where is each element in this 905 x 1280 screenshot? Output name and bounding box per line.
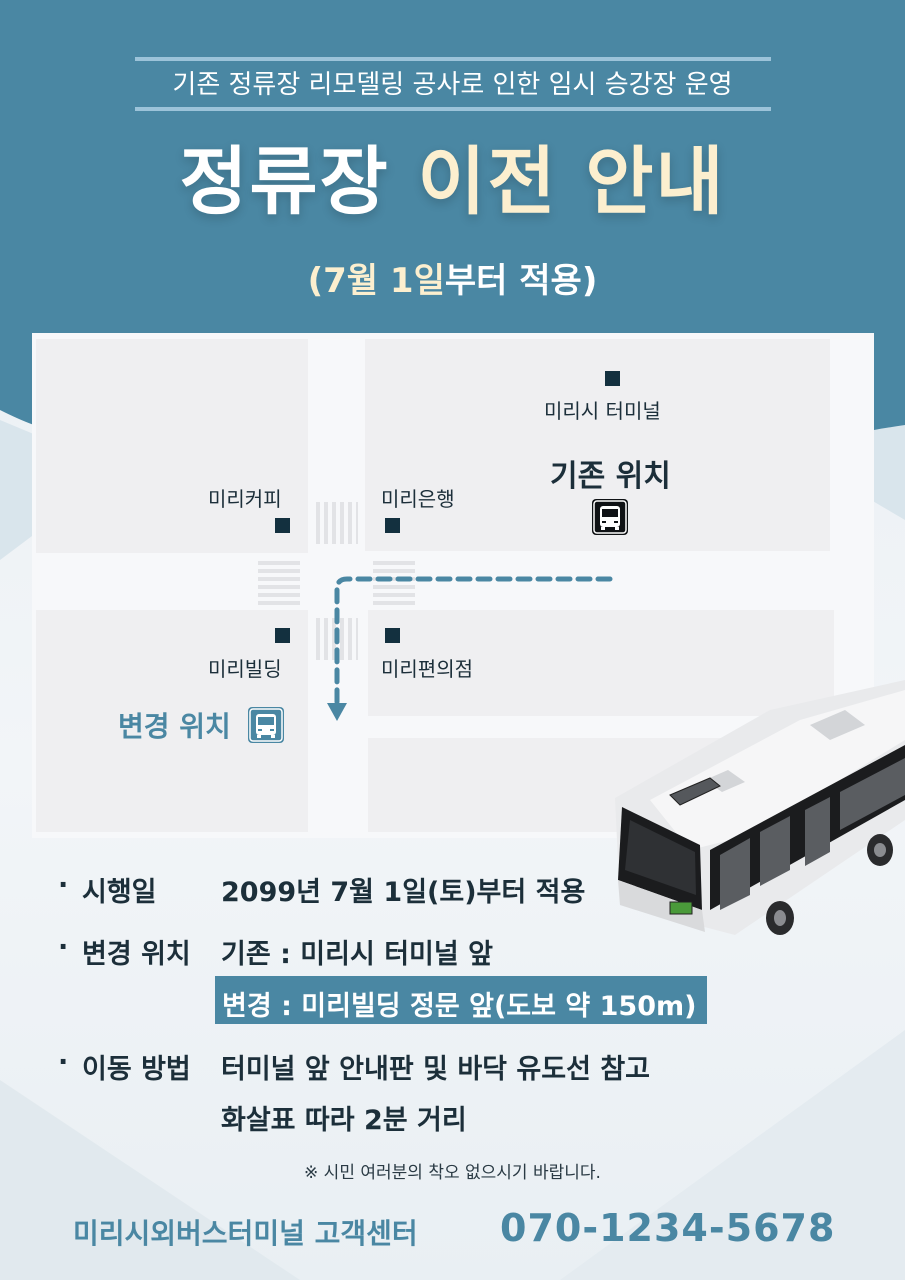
- bullet: ·: [58, 932, 69, 963]
- detail-label-directions: 이동 방법: [82, 1054, 191, 1085]
- subtitle: 기존 정류장 리모델링 공사로 인한 임시 승강장 운영: [172, 70, 733, 100]
- subtitle-rule-bottom: [135, 107, 771, 111]
- page-title: 정류장 이전 안내: [0, 122, 905, 229]
- poi-marker-building: [275, 628, 290, 643]
- poi-label-bank: 미리은행: [381, 487, 455, 511]
- subtitle-rule-top: [135, 57, 771, 61]
- poi-marker-cafe: [275, 518, 290, 533]
- header-curves: [0, 330, 905, 430]
- detail-value-directions-1: 터미널 앞 안내판 및 바닥 유도선 참고: [221, 1054, 650, 1085]
- detail-value-old-location: 기존 : 미리시 터미널 앞: [221, 939, 493, 970]
- new-bus-stop-icon: [248, 707, 284, 743]
- map-block-top-left: [36, 339, 308, 553]
- detail-label-changed-location: 변경 위치: [82, 939, 191, 970]
- poi-label-terminal: 미리시 터미널: [544, 399, 661, 423]
- poi-label-cafe: 미리커피: [208, 487, 282, 511]
- header-band: [0, 0, 905, 335]
- bullet: ·: [58, 870, 69, 901]
- old-bus-stop-icon: [592, 499, 628, 535]
- poi-label-convenience-store: 미리편의점: [381, 657, 473, 681]
- customer-center-phone: 070-1234-5678: [500, 1206, 836, 1250]
- poi-label-building: 미리빌딩: [208, 657, 282, 681]
- detail-value-directions-2: 화살표 따라 2분 거리: [221, 1105, 467, 1136]
- effective-date-rest: 부터 적용): [444, 261, 598, 301]
- notice-text: ※ 시민 여러분의 착오 없으시기 바랍니다.: [0, 1158, 905, 1183]
- new-location-label: 변경 위치: [118, 710, 231, 743]
- customer-center-label: 미리시외버스터미널 고객센터: [73, 1217, 418, 1250]
- effective-date-banner: (7월 1일부터 적용): [0, 253, 905, 302]
- location-map: 미리시 터미널 미리커피 미리은행 미리빌딩 미리편의점 기존 위치 변경 위치: [32, 333, 874, 838]
- detail-value-effective-date: 2099년 7월 1일(토)부터 적용: [221, 877, 586, 908]
- poi-marker-bank: [385, 518, 400, 533]
- poi-marker-convenience-store: [385, 628, 400, 643]
- poi-marker-terminal: [605, 371, 620, 386]
- detail-value-new-location: 변경 : 미리빌딩 정문 앞(도보 약 150m): [222, 991, 697, 1022]
- crosswalk-north: [316, 502, 358, 544]
- title-main: 정류장: [179, 139, 390, 225]
- old-location-label: 기존 위치: [550, 459, 671, 494]
- bus-illustration: [615, 680, 905, 935]
- detail-label-effective-date: 시행일: [82, 877, 157, 908]
- effective-date-accent: (7월 1일: [307, 261, 445, 301]
- crosswalk-west: [258, 561, 300, 605]
- map-block-bottom-right-upper: [368, 610, 834, 716]
- new-location-highlight: 변경 : 미리빌딩 정문 앞(도보 약 150m): [215, 976, 707, 1024]
- bullet: ·: [58, 1047, 69, 1078]
- route-arrow-icon: [327, 576, 613, 721]
- title-accent: 이전 안내: [417, 139, 726, 225]
- notice-label: ※ 시민 여러분의 착오 없으시기 바랍니다.: [304, 1163, 601, 1183]
- crosswalk-east: [373, 561, 415, 605]
